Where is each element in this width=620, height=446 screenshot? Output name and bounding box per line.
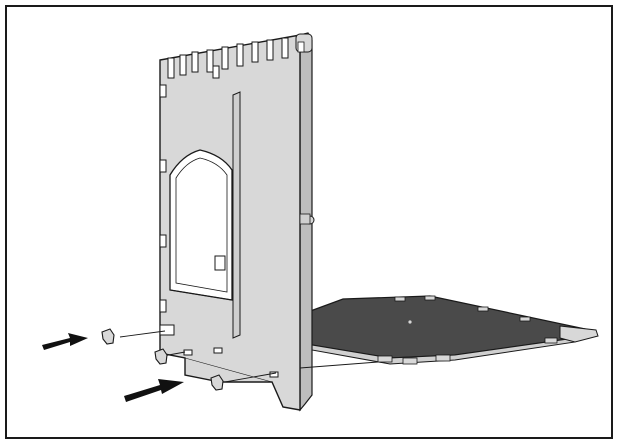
base-tray [304,295,599,365]
clip-fastener [154,348,186,365]
arrow-lower [124,379,184,402]
back-panel [159,32,315,412]
arrow-upper [42,333,88,350]
clip-fastener [210,372,277,391]
clip-fastener [101,328,166,345]
